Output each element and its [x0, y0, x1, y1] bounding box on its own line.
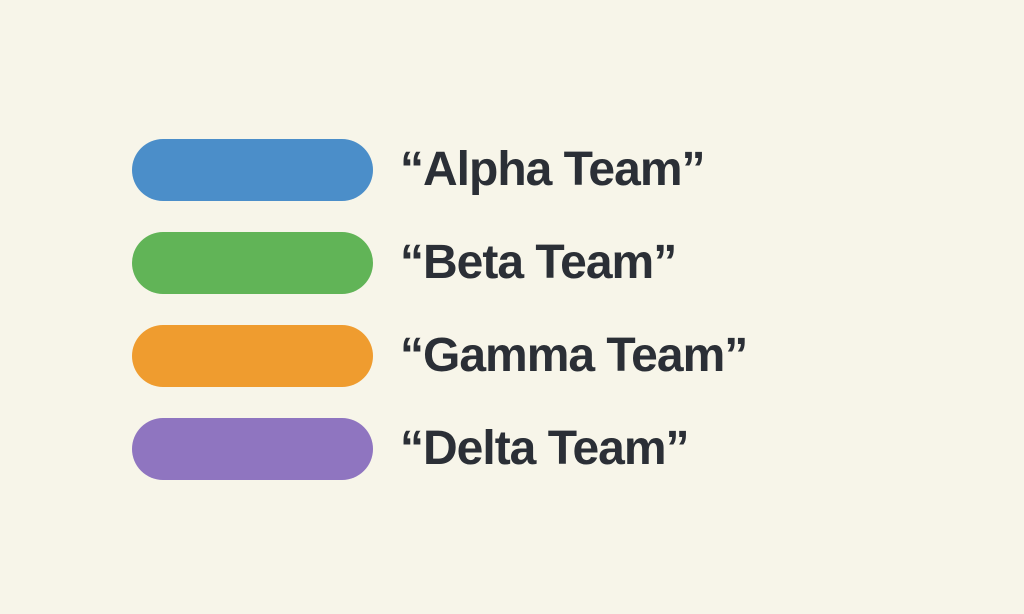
legend-row-delta: “Delta Team” [132, 418, 747, 480]
delta-team-color-swatch [132, 418, 373, 480]
legend-row-beta: “Beta Team” [132, 232, 747, 294]
team-color-legend: “Alpha Team” “Beta Team” “Gamma Team” “D… [132, 139, 748, 480]
alpha-team-color-swatch [132, 139, 373, 201]
beta-team-color-swatch [132, 232, 373, 294]
gamma-team-label: “Gamma Team” [400, 329, 748, 382]
legend-row-gamma: “Gamma Team” [132, 325, 748, 387]
alpha-team-label: “Alpha Team” [400, 143, 705, 196]
beta-team-label: “Beta Team” [400, 236, 677, 289]
legend-row-alpha: “Alpha Team” [132, 139, 747, 201]
delta-team-label: “Delta Team” [400, 422, 690, 475]
gamma-team-color-swatch [132, 325, 373, 387]
